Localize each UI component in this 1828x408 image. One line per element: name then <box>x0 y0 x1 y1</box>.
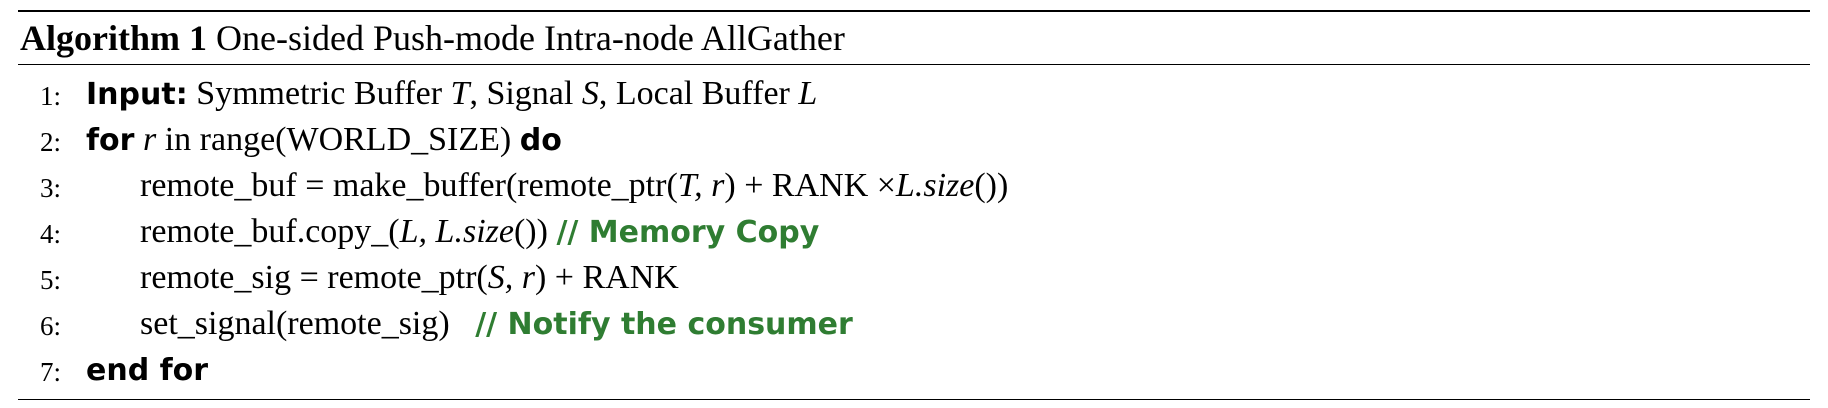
line-content: set_signal(remote_sig) // Notify the con… <box>140 301 853 348</box>
math-variable: T <box>450 75 470 112</box>
math-variable: S <box>581 75 599 112</box>
math-variable: L.size <box>895 167 975 204</box>
for-keyword: for <box>86 123 135 158</box>
algorithm-label: Algorithm 1 <box>20 18 207 58</box>
algorithm-block: Algorithm 1 One-sided Push-mode Intra-no… <box>18 10 1810 400</box>
math-variable: L <box>798 75 818 112</box>
line-content: for r in range(WORLD_SIZE) do <box>86 117 562 164</box>
algorithm-line-2: 2: for r in range(WORLD_SIZE) do <box>18 117 1810 163</box>
line-number: 2: <box>40 127 62 157</box>
line-content: end for <box>86 347 208 394</box>
line-number: 5: <box>40 265 62 295</box>
algorithm-caption: Algorithm 1 One-sided Push-mode Intra-no… <box>18 12 1810 64</box>
top-rule <box>18 10 1810 12</box>
line-text: Symmetric Buffer <box>187 75 451 112</box>
line-text: , Local Buffer <box>598 75 799 112</box>
line-text: set_signal(remote_sig) <box>140 305 476 342</box>
math-variable: T, r <box>677 167 725 204</box>
line-number: 7: <box>40 357 62 387</box>
algorithm-line-4: 4: remote_buf.copy_(L, L.size()) // Memo… <box>18 209 1810 255</box>
math-variable: L, L.size <box>399 213 514 250</box>
algorithm-line-3: 3: remote_buf = make_buffer(remote_ptr(T… <box>18 163 1810 209</box>
algorithm-lines: 1: Input: Symmetric Buffer T, Signal S, … <box>18 65 1810 399</box>
algorithm-line-7: 7: end for <box>18 347 1810 393</box>
do-keyword: do <box>519 123 562 158</box>
caption-rule <box>18 64 1810 65</box>
line-content: remote_sig = remote_ptr(S, r) + RANK <box>140 255 679 301</box>
line-comment: // Memory Copy <box>556 215 820 250</box>
line-content: remote_buf = make_buffer(remote_ptr(T, r… <box>140 163 1008 209</box>
line-text: ()) <box>513 213 557 250</box>
algorithm-line-1: 1: Input: Symmetric Buffer T, Signal S, … <box>18 71 1810 117</box>
line-content: remote_buf.copy_(L, L.size()) // Memory … <box>140 209 819 256</box>
line-number: 4: <box>40 219 62 249</box>
math-variable: S, r <box>487 259 535 296</box>
end-for-keyword: end for <box>86 353 209 388</box>
line-text: in range(WORLD_SIZE) <box>156 121 520 158</box>
bottom-rule <box>18 399 1810 400</box>
line-text: remote_buf = make_buffer(remote_ptr( <box>140 167 678 204</box>
algorithm-line-5: 5: remote_sig = remote_ptr(S, r) + RANK <box>18 255 1810 301</box>
line-text: ) + RANK × <box>724 167 896 204</box>
line-text: ()) <box>974 167 1009 204</box>
line-number: 6: <box>40 311 62 341</box>
line-number: 1: <box>40 81 62 111</box>
line-text: ) + RANK <box>534 259 679 296</box>
algorithm-title: One-sided Push-mode Intra-node AllGather <box>215 18 845 58</box>
line-comment: // Notify the consumer <box>475 307 853 342</box>
line-text: , Signal <box>469 75 582 112</box>
line-text: remote_sig = remote_ptr( <box>140 259 488 296</box>
line-number: 3: <box>40 173 62 203</box>
line-content: Input: Symmetric Buffer T, Signal S, Loc… <box>86 71 817 118</box>
algorithm-line-6: 6: set_signal(remote_sig) // Notify the … <box>18 301 1810 347</box>
input-keyword: Input: <box>86 77 188 112</box>
math-variable: r <box>142 121 157 158</box>
line-text: remote_buf.copy_( <box>140 213 400 250</box>
